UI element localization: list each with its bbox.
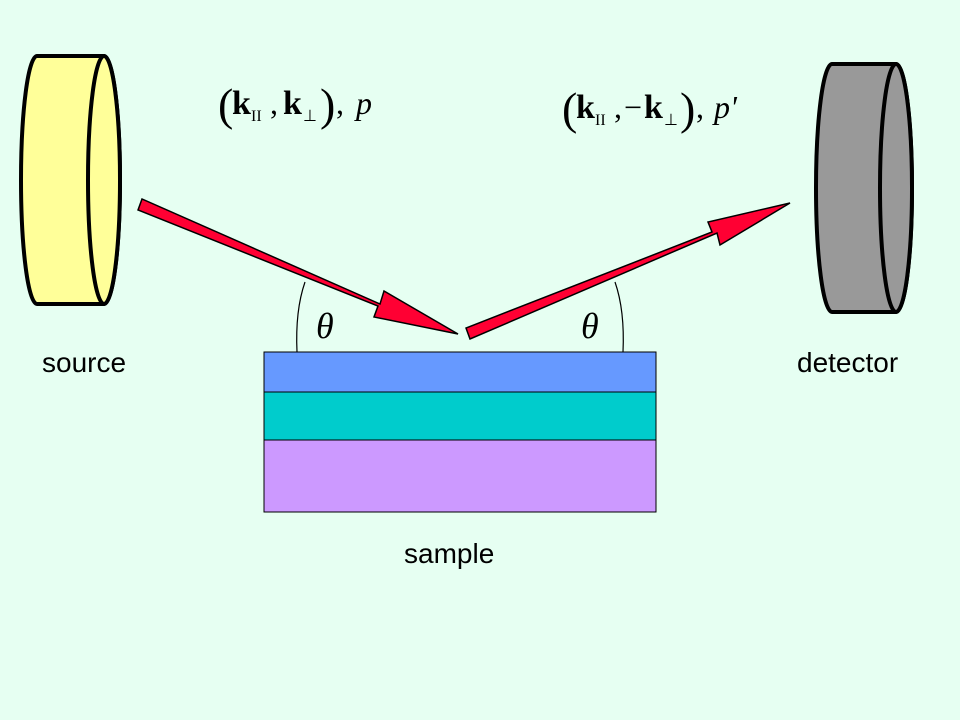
angle-arc-right bbox=[614, 281, 624, 353]
incident-formula-comma: , bbox=[270, 85, 278, 121]
reflected-formula-sub-parallel: II bbox=[595, 112, 606, 129]
sample-stack bbox=[263, 351, 657, 513]
incident-formula: ( k II , k ⊥ ) , p bbox=[218, 79, 372, 130]
detector-label: detector bbox=[797, 347, 898, 378]
reflected-formula-sub-perp: ⊥ bbox=[664, 112, 678, 129]
sample-layer-middle bbox=[263, 391, 657, 441]
reflected-formula-k-parallel: k bbox=[576, 89, 595, 126]
incident-formula-open-paren: ( bbox=[218, 79, 233, 130]
incident-formula-close-paren: ) bbox=[320, 79, 335, 130]
reflected-formula-k-perp: k bbox=[644, 89, 663, 126]
angle-theta-right: θ bbox=[581, 306, 599, 346]
angle-arc-left bbox=[296, 281, 306, 353]
reflected-formula-momentum: p' bbox=[712, 89, 738, 125]
incident-formula-sub-perp: ⊥ bbox=[303, 108, 317, 125]
source-label: source bbox=[42, 347, 126, 378]
sample-layer-bottom bbox=[263, 439, 657, 513]
reflected-formula: ( k II , − k ⊥ ) , p' bbox=[562, 83, 738, 134]
detector-disc-face bbox=[878, 62, 914, 314]
reflected-beam-arrow bbox=[465, 202, 791, 341]
source-disc-face bbox=[86, 54, 122, 306]
reflected-formula-separator: , bbox=[696, 89, 704, 125]
sample-label: sample bbox=[404, 538, 494, 569]
reflected-formula-close-paren: ) bbox=[680, 83, 695, 134]
incident-formula-k-parallel: k bbox=[232, 85, 251, 122]
detector-disc bbox=[814, 62, 914, 314]
angle-theta-left: θ bbox=[316, 306, 334, 346]
incident-formula-separator: , bbox=[336, 85, 344, 121]
incident-formula-k-perp: k bbox=[283, 85, 302, 122]
incident-formula-sub-parallel: II bbox=[251, 108, 262, 125]
reflected-formula-open-paren: ( bbox=[562, 83, 577, 134]
source-disc bbox=[19, 54, 122, 306]
reflected-formula-minus: − bbox=[624, 89, 642, 125]
incident-beam-arrow bbox=[137, 197, 459, 335]
incident-formula-momentum: p bbox=[354, 85, 372, 121]
reflected-formula-comma: , bbox=[614, 89, 622, 125]
sample-layer-top bbox=[263, 351, 657, 393]
